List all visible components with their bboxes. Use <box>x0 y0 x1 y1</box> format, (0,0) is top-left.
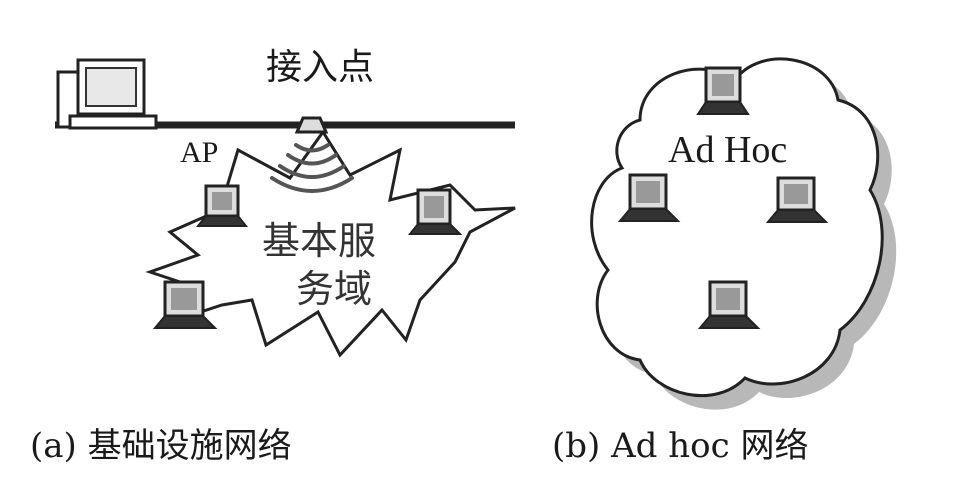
laptop-icon <box>765 176 829 223</box>
access-point-label: 接入点 <box>266 47 375 88</box>
adhoc-cloud <box>590 57 884 397</box>
caption-infrastructure: (a) 基础设施网络 <box>30 426 292 466</box>
laptop-icon <box>152 280 218 329</box>
laptop-icon <box>697 280 761 329</box>
laptop-icon <box>696 66 750 115</box>
adhoc-label: Ad Hoc <box>668 129 788 171</box>
caption-adhoc: (b) Ad hoc 网络 <box>552 426 809 466</box>
access-point-icon <box>294 116 329 134</box>
laptop-icon <box>407 188 463 235</box>
laptop-icon <box>617 173 681 222</box>
wireless-signal-icon <box>270 143 354 193</box>
laptop-icon <box>195 184 249 227</box>
desktop-computer-icon <box>56 58 158 130</box>
ap-label: AP <box>180 136 219 169</box>
bss-label-line1: 基本服 <box>262 219 377 263</box>
bss-label-line2: 务域 <box>296 267 373 311</box>
basic-service-set-burst <box>145 129 516 358</box>
